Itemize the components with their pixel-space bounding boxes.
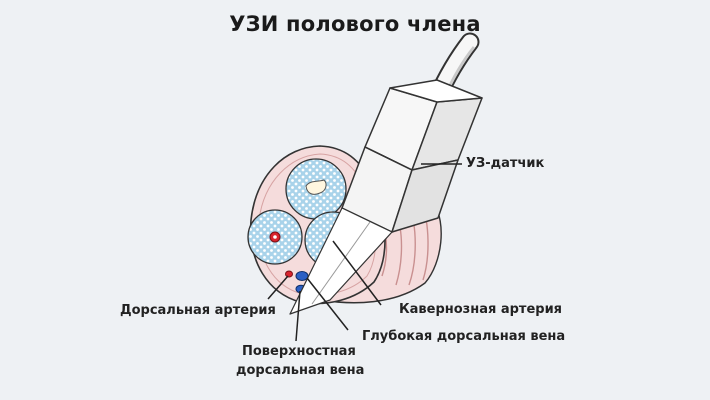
label-dorsal-artery: Дорсальная артерия — [120, 303, 276, 318]
ultrasound-probe — [289, 79, 483, 315]
label-superficial-dorsal-vein-line2: дорсальная вена — [236, 363, 365, 378]
label-cavernous-artery: Кавернозная артерия — [399, 302, 563, 317]
page-title: УЗИ полового члена — [229, 12, 481, 36]
dorsal-artery-dot — [285, 270, 293, 278]
label-deep-dorsal-vein: Глубокая дорсальная вена — [362, 329, 566, 344]
label-superficial-dorsal-vein-line1: Поверхностная — [242, 344, 356, 359]
deep-dorsal-vein-dot — [295, 271, 309, 281]
leader-lines — [267, 163, 462, 342]
label-probe: УЗ-датчик — [466, 156, 545, 171]
